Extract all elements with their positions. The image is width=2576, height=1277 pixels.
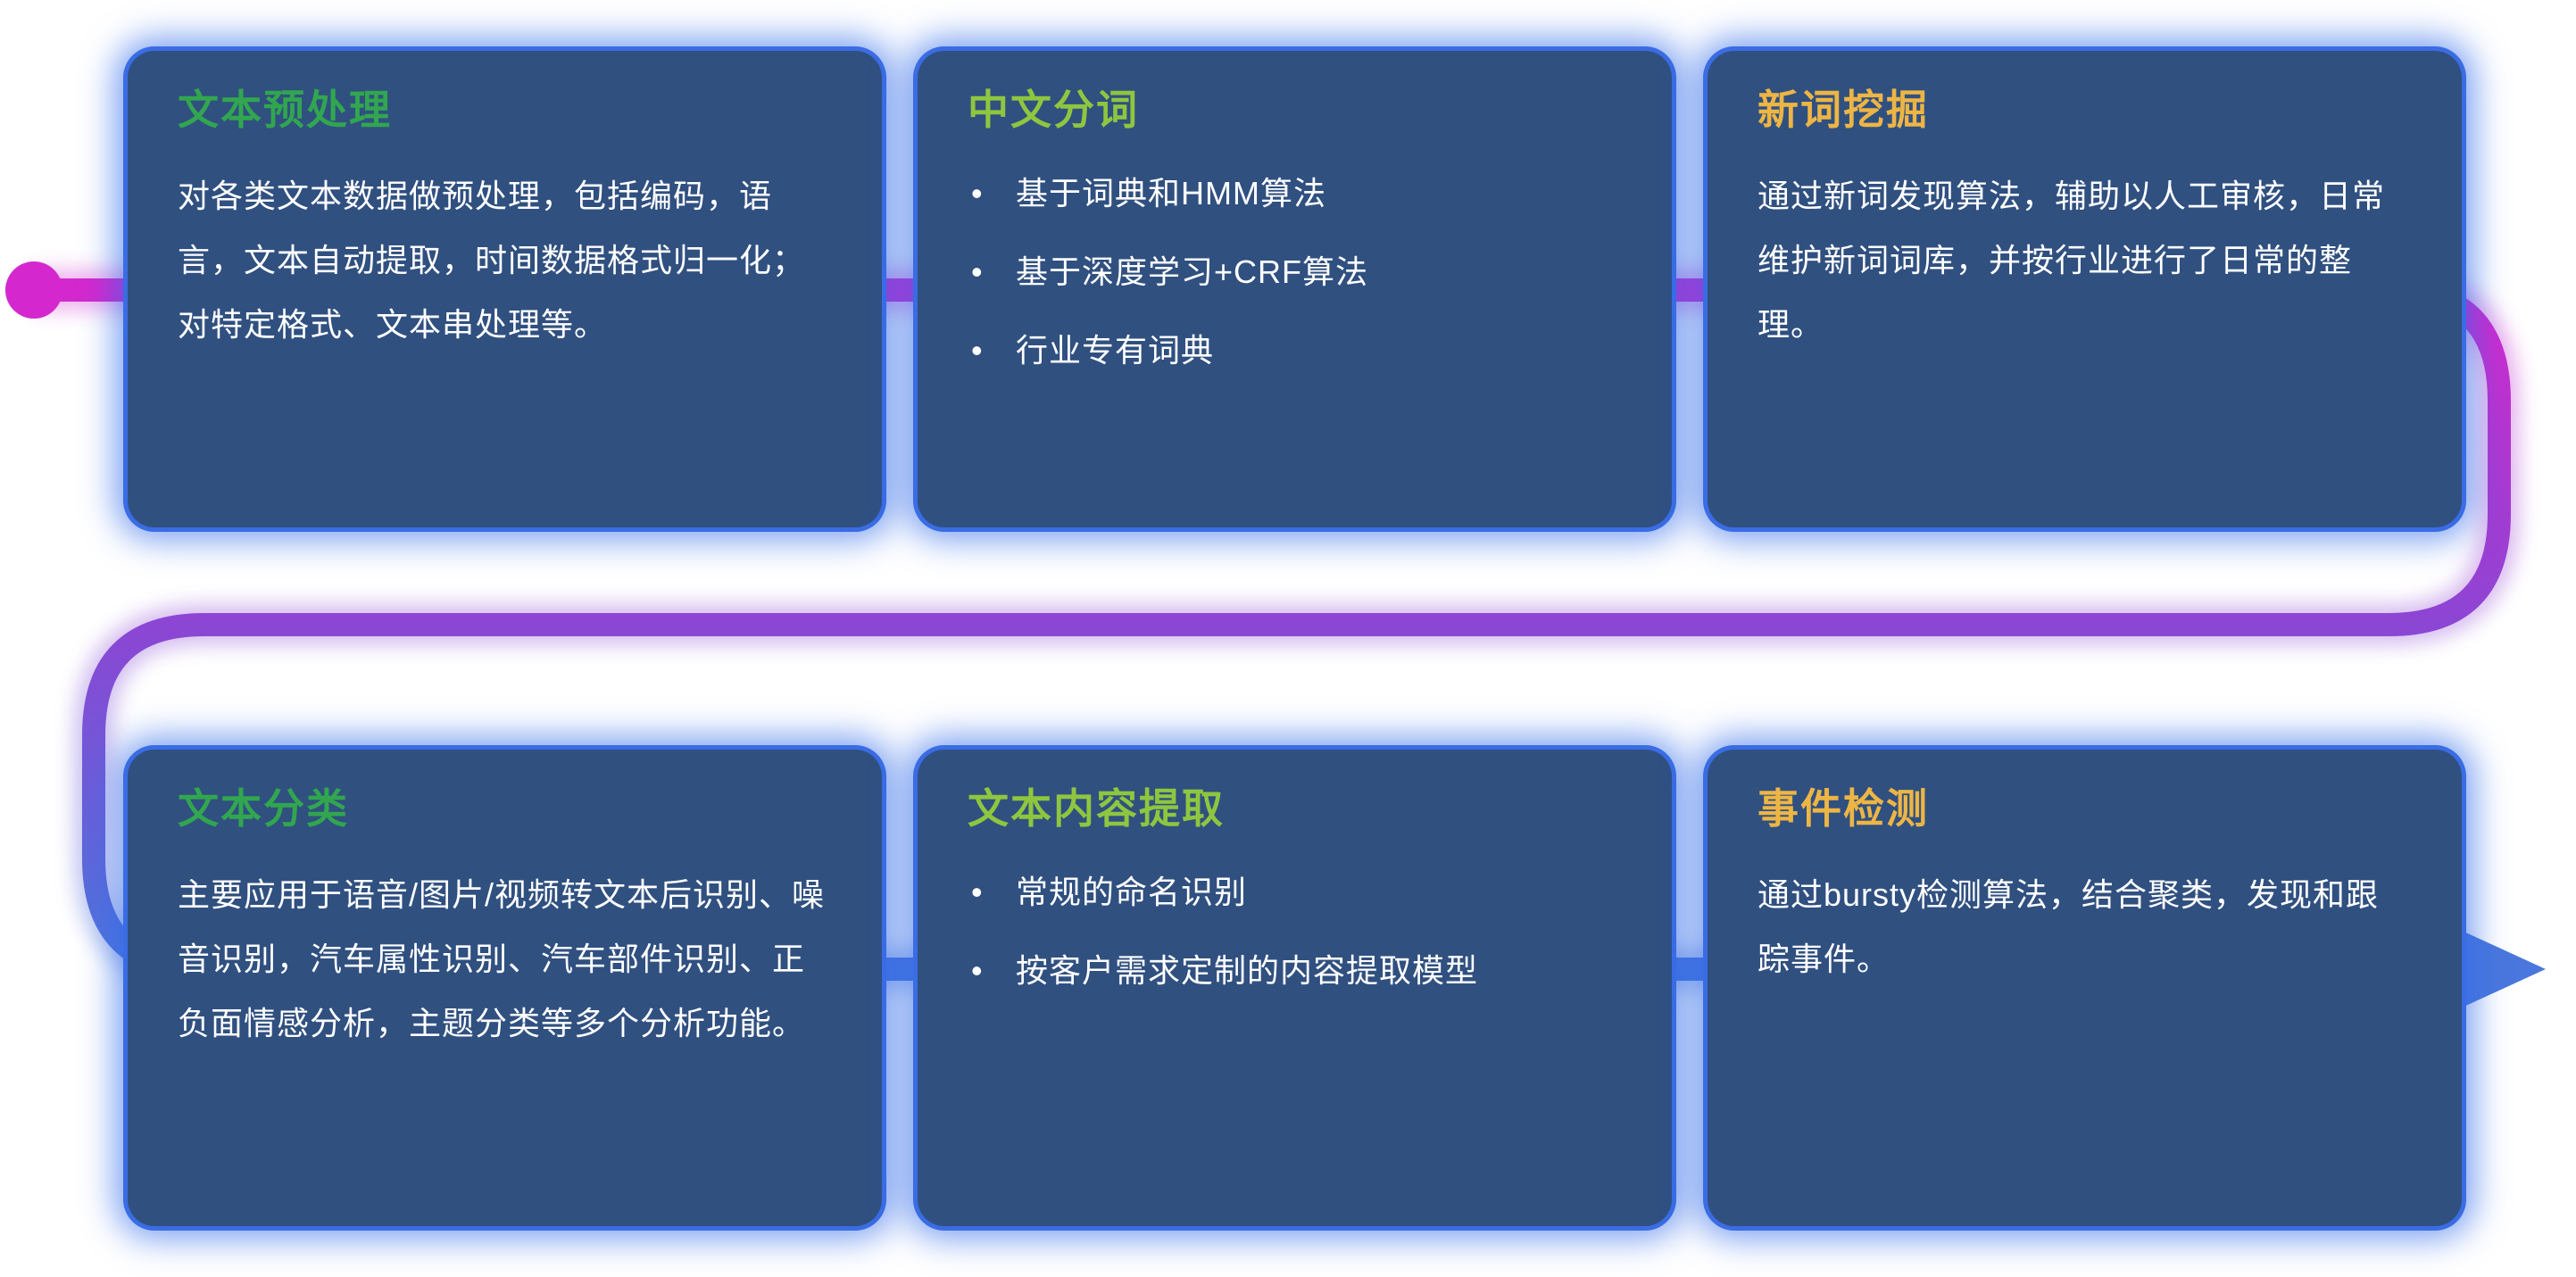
card-title: 中文分词 <box>968 87 1139 133</box>
bullet-dot-icon: • <box>971 174 984 211</box>
flow-arrow-icon <box>2460 930 2546 1008</box>
card-bullet-list: • 常规的命名识别 • 按客户需求定制的内容提取模型 <box>968 868 1622 995</box>
flow-path <box>34 278 2511 981</box>
card-paragraph: 通过新词发现算法，辅助以人工审核，日常维护新词词库，并按行业进行了日常的整理。 <box>1757 177 2386 343</box>
bullet-item: • 常规的命名识别 <box>968 868 1622 916</box>
card-text-preprocessing: 文本预处理 对各类文本数据做预处理，包括编码，语言，文本自动提取，时间数据格式归… <box>128 51 882 527</box>
card-bullet-list: • 基于词典和HMM算法 • 基于深度学习+CRF算法 • 行业专有词典 <box>968 170 1622 375</box>
bullet-item: • 基于词典和HMM算法 <box>968 170 1622 218</box>
bullet-item: • 行业专有词典 <box>968 327 1622 375</box>
card-chinese-word-segmentation: 中文分词 • 基于词典和HMM算法 • 基于深度学习+CRF算法 • 行业专有词… <box>918 51 1672 527</box>
card-paragraph: 通过bursty检测算法，结合聚类，发现和跟踪事件。 <box>1757 875 2380 977</box>
bullet-text: 行业专有词典 <box>1016 331 1215 369</box>
card-title: 文本预处理 <box>178 87 392 133</box>
bullet-text: 按客户需求定制的内容提取模型 <box>1016 951 1479 989</box>
bullet-text: 基于深度学习+CRF算法 <box>1016 253 1369 290</box>
card-paragraph: 主要应用于语音/图片/视频转文本后识别、噪音识别，汽车属性识别、汽车部件识别、正… <box>178 875 826 1041</box>
card-title: 事件检测 <box>1757 785 1929 832</box>
flow-start-dot <box>5 261 62 319</box>
card-text-content-extraction: 文本内容提取 • 常规的命名识别 • 按客户需求定制的内容提取模型 <box>918 750 1672 1226</box>
bullet-text: 常规的命名识别 <box>1016 873 1248 910</box>
card-paragraph: 对各类文本数据做预处理，包括编码，语言，文本自动提取，时间数据格式归一化；对特定… <box>178 177 806 343</box>
bullet-item: • 按客户需求定制的内容提取模型 <box>968 947 1622 995</box>
bullet-text: 基于词典和HMM算法 <box>1016 174 1326 211</box>
bullet-dot-icon: • <box>971 873 984 910</box>
card-text-classification: 文本分类 主要应用于语音/图片/视频转文本后识别、噪音识别，汽车属性识别、汽车部… <box>128 750 882 1226</box>
card-title: 新词挖掘 <box>1757 87 1929 133</box>
card-event-detection: 事件检测 通过bursty检测算法，结合聚类，发现和跟踪事件。 <box>1708 750 2462 1226</box>
card-title: 文本分类 <box>178 785 349 832</box>
card-new-word-mining: 新词挖掘 通过新词发现算法，辅助以人工审核，日常维护新词词库，并按行业进行了日常… <box>1708 51 2462 527</box>
bullet-dot-icon: • <box>971 253 984 290</box>
card-title: 文本内容提取 <box>968 785 1225 832</box>
bullet-item: • 基于深度学习+CRF算法 <box>968 248 1622 296</box>
bullet-dot-icon: • <box>971 951 984 989</box>
bullet-dot-icon: • <box>971 331 984 369</box>
